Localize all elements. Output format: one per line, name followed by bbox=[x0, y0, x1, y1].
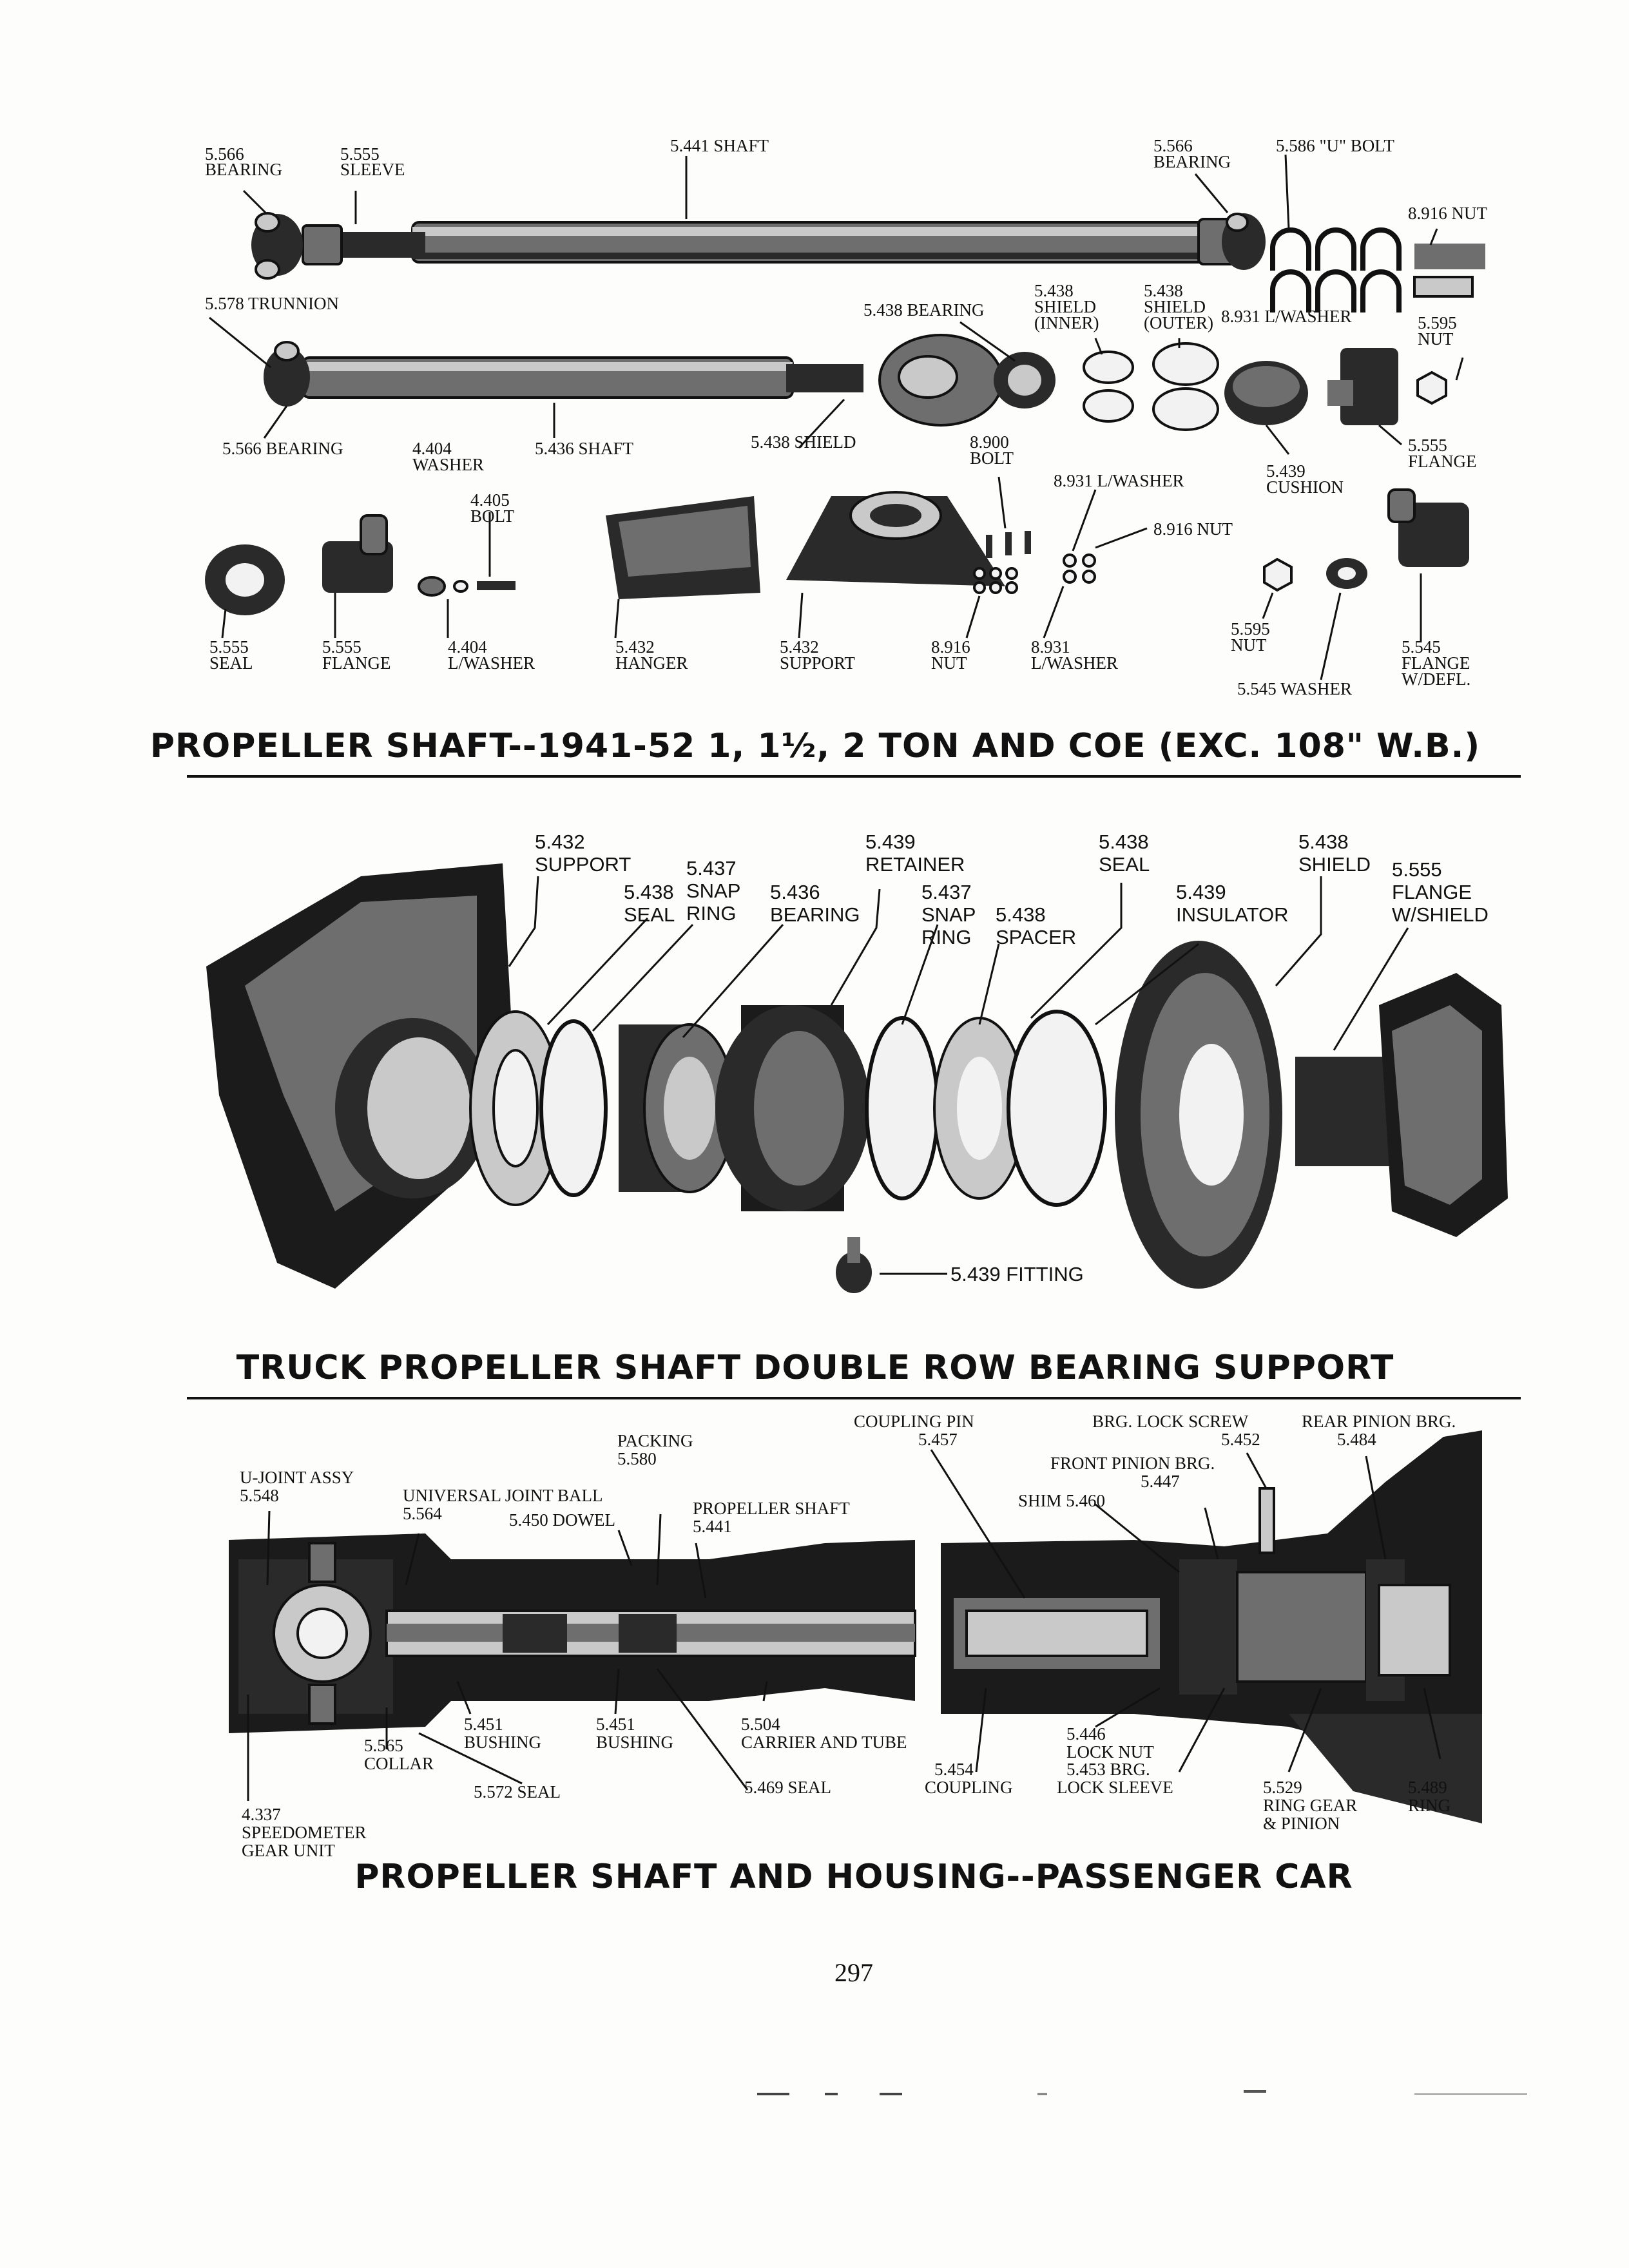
bearing-and-shields-row bbox=[878, 334, 1447, 431]
s1-label-30: 5.545 WASHER bbox=[1237, 679, 1352, 698]
section1-artwork bbox=[205, 212, 1485, 615]
s3-label-15: 5.469 SEAL bbox=[744, 1778, 831, 1797]
section3-leaders bbox=[247, 1449, 1441, 1801]
section2-leaders bbox=[508, 876, 1409, 1275]
s1-label-10: 8.931 L/WASHER bbox=[1221, 307, 1352, 326]
s1-label-12: 5.566 BEARING bbox=[222, 439, 343, 458]
section2-artwork bbox=[206, 863, 1508, 1293]
s1-label-15: 5.438 SHIELD bbox=[751, 432, 856, 452]
flange-with-deflector bbox=[1263, 488, 1469, 592]
page-number: 297 bbox=[834, 1958, 873, 1987]
u-bolts-and-nuts bbox=[1270, 227, 1485, 312]
s1-label-17: 8.931 L/WASHER bbox=[1054, 471, 1184, 490]
scan-artifacts bbox=[757, 2090, 1527, 2095]
hanger-and-support bbox=[606, 491, 1005, 599]
section1-leaders bbox=[209, 154, 1464, 680]
section1-title: PROPELLER SHAFT--1941-52 1, 1½, 2 TON AN… bbox=[150, 727, 1480, 765]
s1-label-14: 5.436 SHAFT bbox=[535, 439, 634, 458]
s1-label-5: 8.916 NUT bbox=[1408, 204, 1487, 223]
s2-label-11: 5.439 FITTING bbox=[950, 1263, 1084, 1285]
s3-label-3: 5.450 DOWEL bbox=[509, 1510, 615, 1530]
upper-shaft-5-441 bbox=[251, 212, 1266, 280]
s1-label-7: 5.438 BEARING bbox=[863, 300, 985, 320]
s3-label-8: FRONT PINION BRG.5.447 bbox=[1050, 1454, 1215, 1491]
s3-label-9: SHIM 5.460 bbox=[1018, 1491, 1105, 1510]
s3-label-18: 5.453 BRG.LOCK SLEEVE bbox=[1057, 1760, 1173, 1797]
s3-label-14: 5.572 SEAL bbox=[474, 1782, 561, 1802]
s1-label-6: 5.578 TRUNNION bbox=[205, 294, 339, 313]
s1-label-19: 8.916 NUT bbox=[1153, 519, 1233, 539]
s1-label-4: 5.586 "U" BOLT bbox=[1276, 136, 1394, 155]
lower-shaft-5-436 bbox=[264, 341, 863, 407]
s1-label-2: 5.441 SHAFT bbox=[670, 136, 769, 155]
bolt-nut-washer-cluster bbox=[973, 531, 1096, 594]
section2-title: TRUCK PROPELLER SHAFT DOUBLE ROW BEARING… bbox=[236, 1349, 1394, 1387]
s3-label-7: REAR PINION BRG.5.484 bbox=[1302, 1412, 1456, 1449]
seal-flange-washer-group bbox=[205, 514, 516, 615]
section3-title: PROPELLER SHAFT AND HOUSING--PASSENGER C… bbox=[354, 1858, 1353, 1896]
section3-artwork bbox=[229, 1430, 1482, 1823]
